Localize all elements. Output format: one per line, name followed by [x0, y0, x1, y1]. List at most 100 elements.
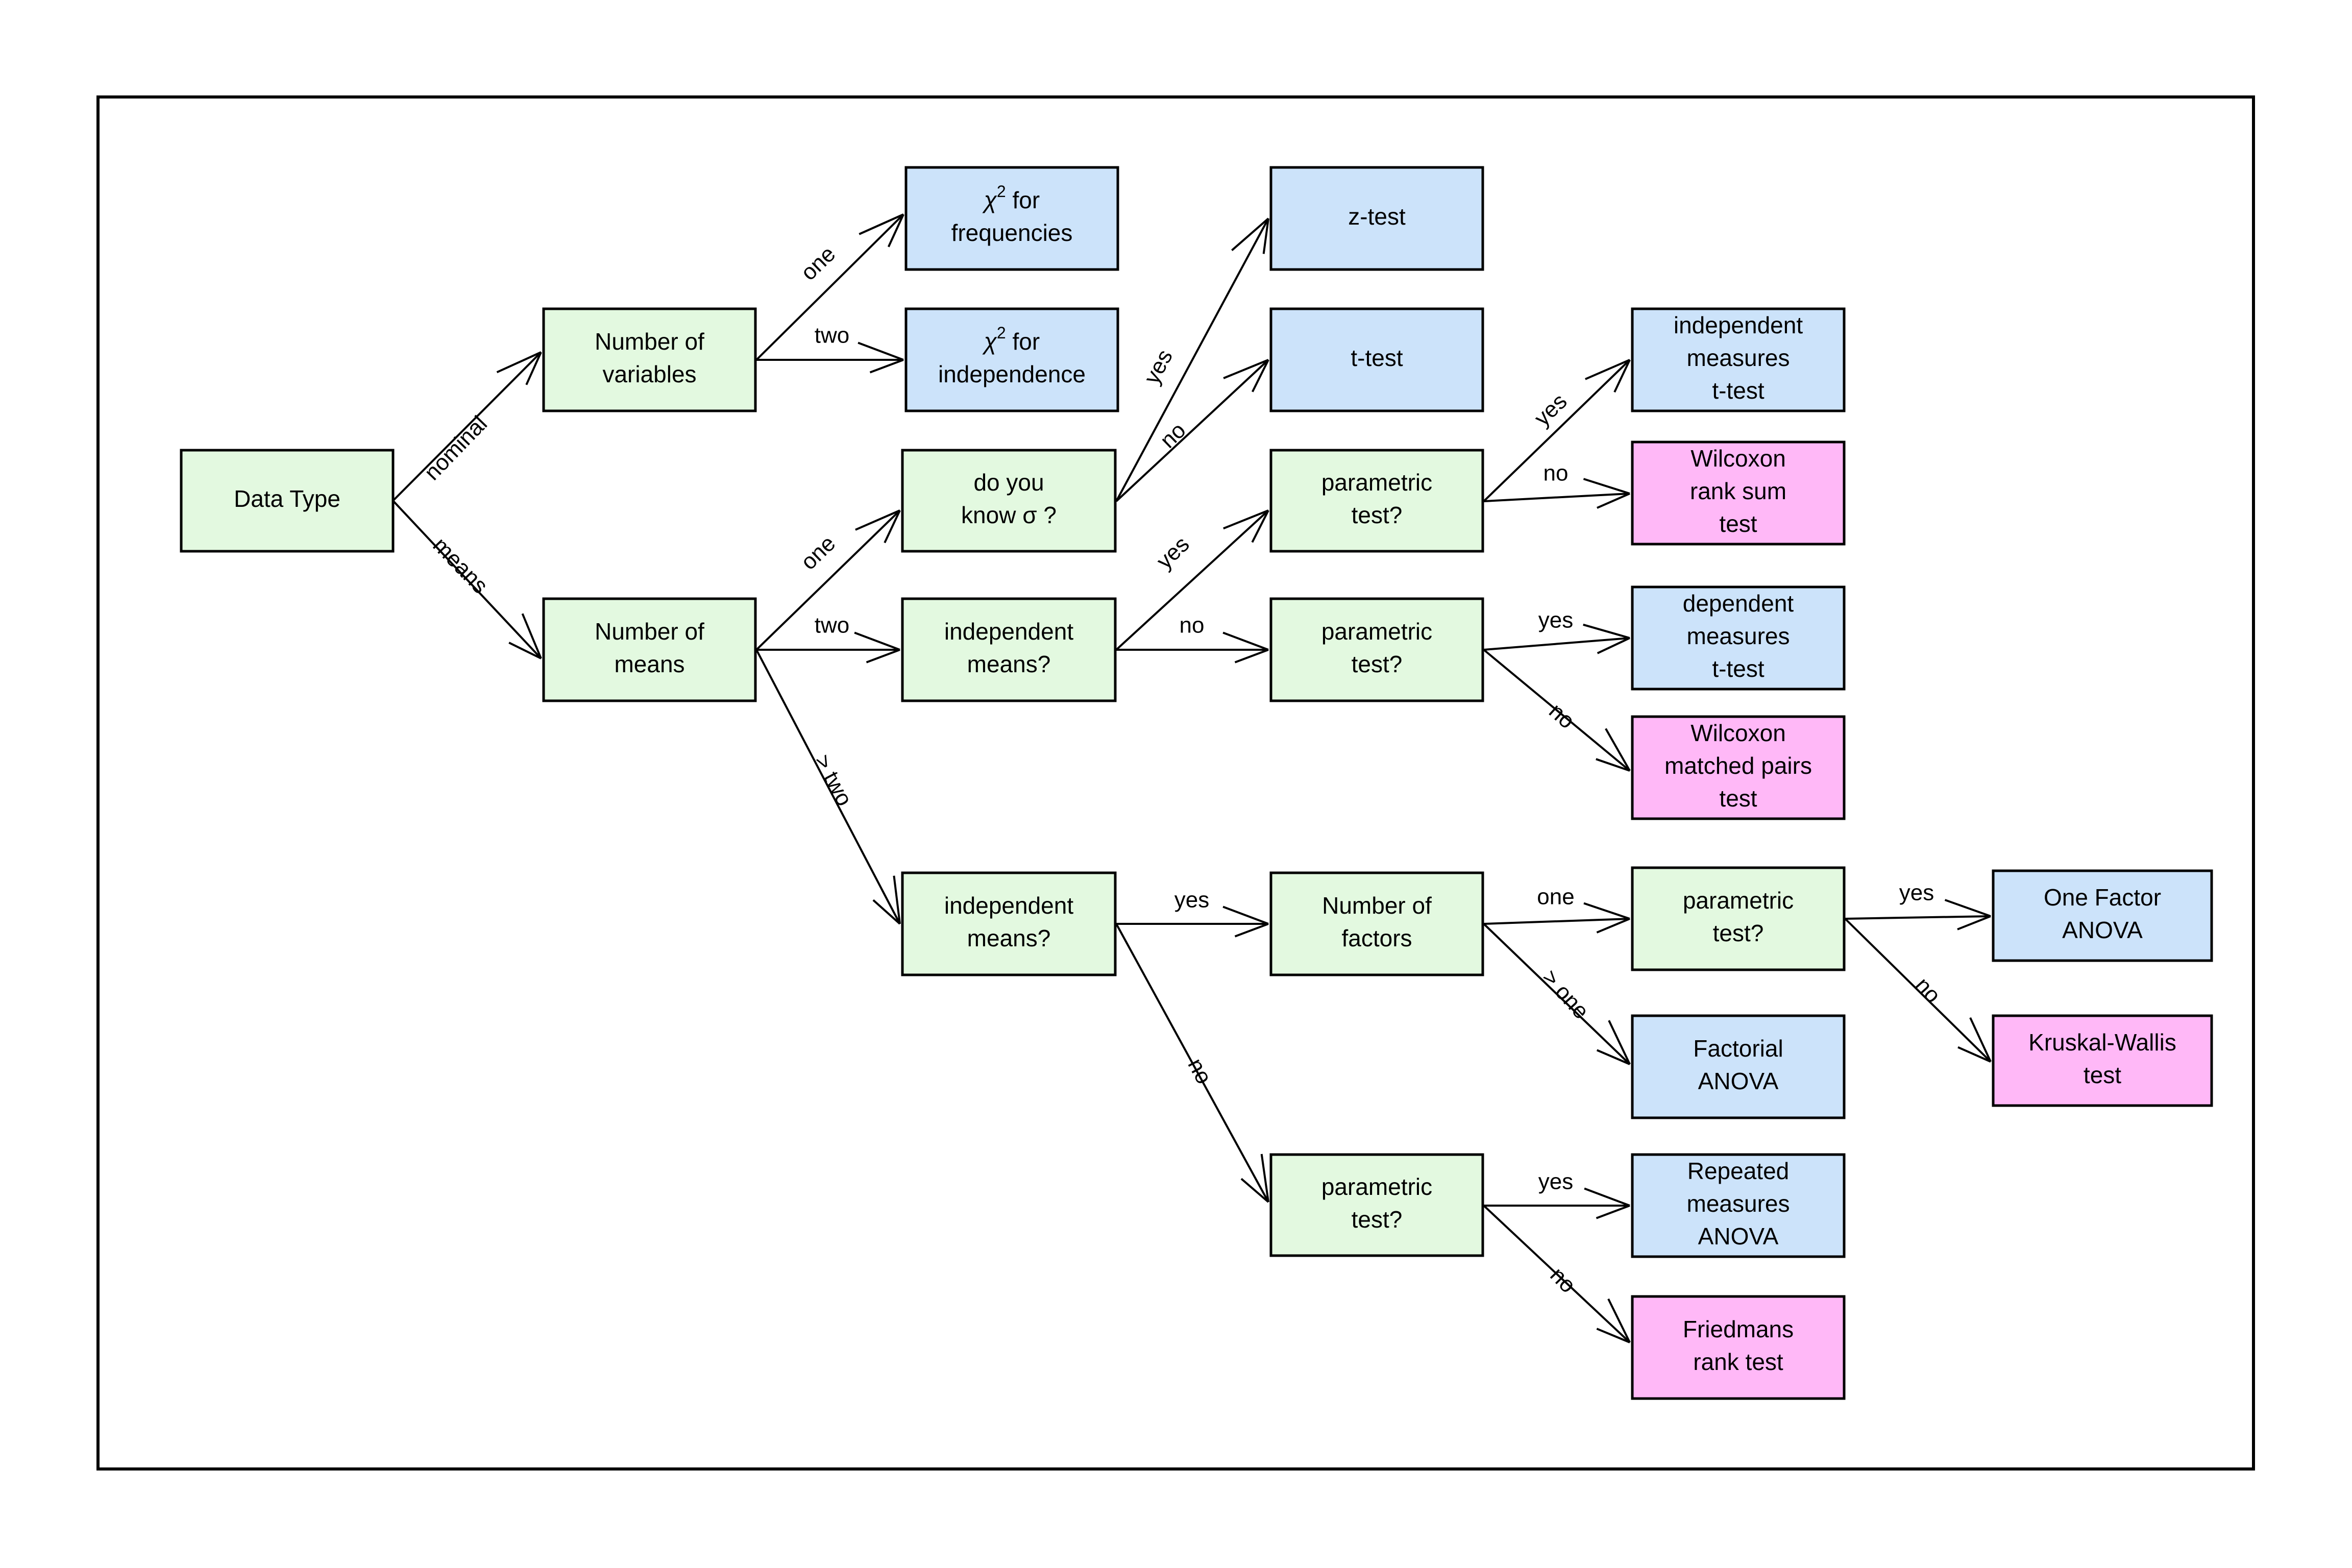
- node-label-line: Kruskal-Wallis: [2028, 1029, 2176, 1056]
- edge-label-e_im2_no: no: [1180, 613, 1205, 638]
- edge-line: [1115, 509, 1269, 651]
- edge-e_p4_yes: [1845, 899, 1991, 930]
- arrow-head: [1596, 758, 1630, 772]
- arrow-head: [1944, 899, 1991, 917]
- node-box[interactable]: [1631, 1014, 1846, 1119]
- node-box[interactable]: [901, 871, 1117, 976]
- node-box[interactable]: [542, 597, 757, 702]
- node-label-line: measures: [1687, 345, 1790, 371]
- node-box[interactable]: [542, 307, 757, 412]
- node-box[interactable]: [904, 307, 1119, 412]
- node-box[interactable]: [1631, 1295, 1846, 1400]
- node-label-line: parametric: [1683, 887, 1794, 914]
- edge-label-e_means_one: one: [796, 531, 841, 575]
- node-box[interactable]: [1631, 715, 1846, 820]
- node-box[interactable]: [1631, 866, 1846, 971]
- edge-line: [1483, 1205, 1631, 1343]
- edge-label-e_p2_yes: yes: [1538, 608, 1573, 633]
- node-label-line: test: [1719, 510, 1757, 537]
- node-box[interactable]: [901, 597, 1117, 702]
- edge-label-e_nf_gtone: > one: [1537, 965, 1594, 1024]
- node-label-line: Wilcoxon: [1690, 720, 1786, 746]
- node-box[interactable]: [1631, 440, 1846, 546]
- edge-line: [755, 213, 904, 361]
- node-label-line: Wilcoxon: [1690, 445, 1786, 472]
- node-box[interactable]: [1269, 166, 1484, 271]
- edge-e_p4_no: [1844, 918, 1992, 1063]
- arrow-head: [1252, 359, 1269, 393]
- edge-e_im2_no: [1116, 631, 1269, 664]
- arrow-head: [1251, 510, 1269, 543]
- arrow-head: [521, 613, 542, 659]
- arrow-head: [1583, 623, 1630, 639]
- arrow-head: [1583, 902, 1630, 920]
- node-box[interactable]: [1992, 869, 2213, 962]
- node-label-line: test?: [1352, 651, 1403, 677]
- node-label-line: independence: [938, 361, 1086, 387]
- node-label-line: variables: [602, 361, 696, 387]
- node-z_test[interactable]: z-test: [1269, 166, 1484, 271]
- arrow-head: [1957, 915, 1991, 930]
- arrow-head: [887, 214, 904, 248]
- arrow-head: [1597, 493, 1630, 509]
- node-label-line: factors: [1341, 925, 1412, 951]
- edge-label-e_means_two: two: [815, 613, 849, 638]
- node-label-line: means?: [967, 651, 1051, 677]
- edge-label-e_var_two: two: [815, 323, 849, 348]
- edge-e_nf_gtone: [1483, 923, 1631, 1065]
- node-label-line: ANOVA: [2062, 917, 2143, 943]
- node-label-line: t-test: [1712, 377, 1764, 404]
- node-box[interactable]: [1631, 307, 1846, 412]
- node-box[interactable]: [1269, 1153, 1484, 1257]
- edge-line: [1483, 918, 1630, 925]
- node-label-line: independent: [944, 618, 1073, 645]
- node-indep_means_2[interactable]: independent means?: [901, 597, 1117, 702]
- node-box[interactable]: [180, 449, 395, 553]
- node-box[interactable]: [1631, 1153, 1846, 1258]
- edge-label-e_sigma_no: no: [1155, 418, 1190, 453]
- node-t_test[interactable]: t-test: [1269, 307, 1484, 412]
- arrow-head: [1262, 218, 1269, 254]
- node-box[interactable]: [1269, 449, 1484, 553]
- edge-e_sigma_no: [1115, 359, 1269, 502]
- arrow-head: [1957, 1046, 1991, 1063]
- edge-e_imm_yes: [1116, 905, 1269, 938]
- arrow-head: [1596, 1205, 1630, 1219]
- node-box[interactable]: [1269, 307, 1484, 412]
- arrow-head: [866, 649, 900, 664]
- node-data_type[interactable]: Data Type: [180, 449, 395, 553]
- edge-e_means_one: [755, 509, 901, 651]
- node-label-line: z-test: [1348, 203, 1406, 230]
- node-box[interactable]: [1631, 585, 1846, 691]
- node-box[interactable]: [1992, 1014, 2213, 1107]
- node-label-line: Number of: [595, 618, 704, 645]
- node-label-line: ANOVA: [1698, 1068, 1779, 1094]
- edge-line: [1115, 359, 1269, 502]
- node-box[interactable]: [901, 449, 1117, 553]
- node-box[interactable]: [904, 166, 1119, 271]
- node-box[interactable]: [1269, 871, 1484, 976]
- edge-e_p3_yes: [1484, 1187, 1630, 1219]
- edge-label-e_im2_yes: yes: [1152, 532, 1194, 574]
- node-box[interactable]: [1269, 597, 1484, 702]
